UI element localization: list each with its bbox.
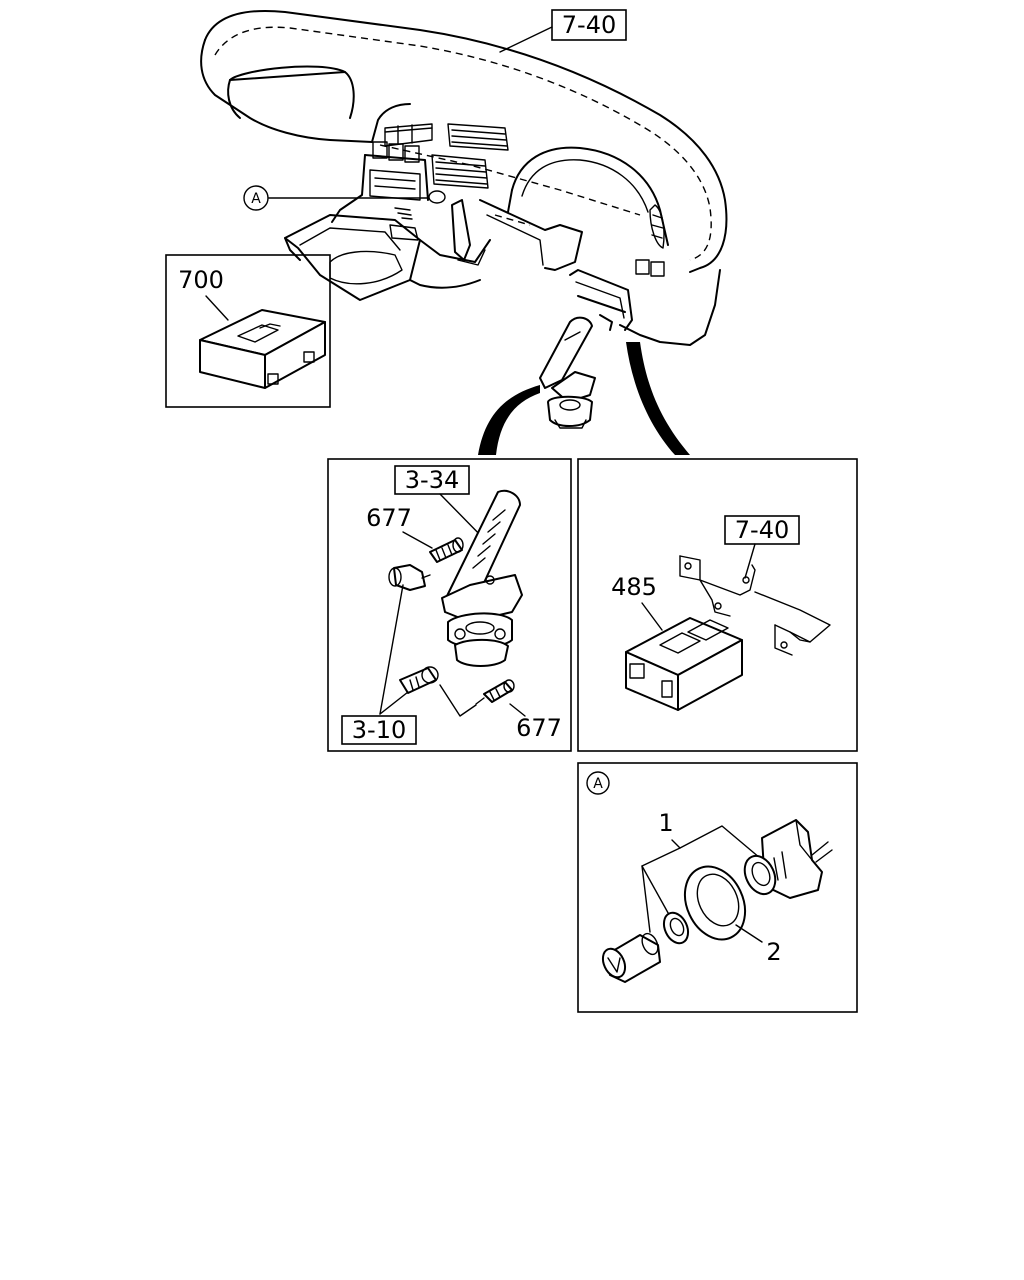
- socket-housing: [743, 819, 833, 899]
- part-677-upper-label: 677: [366, 504, 412, 532]
- part-2-label: 2: [766, 938, 781, 966]
- ref-a-marker: A: [243, 185, 269, 211]
- connector-lower: [399, 667, 437, 694]
- ref-3-10-label: 3-10: [352, 716, 406, 744]
- retainer-ring: [662, 911, 690, 945]
- bezel-ring: [683, 865, 747, 941]
- dashboard-assembly: [200, 9, 728, 346]
- ref-3-10-box: [341, 715, 417, 745]
- ref-7-40-label: 7-40: [735, 516, 789, 544]
- mounting-bracket: [679, 555, 831, 656]
- part-485-label: 485: [611, 573, 657, 601]
- ref-3-34-label: 3-34: [405, 466, 459, 494]
- leader-curve-right: [626, 342, 690, 455]
- leader-curve-left: [478, 385, 540, 455]
- box-unit: 7-40 485: [577, 458, 858, 752]
- module-700: [199, 309, 326, 389]
- part-1-label: 1: [658, 809, 673, 837]
- part-677-lower-label: 677: [516, 714, 562, 742]
- brake-valve-small: [539, 316, 596, 429]
- top-ref-box: [551, 9, 627, 41]
- module-485: [625, 617, 743, 711]
- box-700: 700: [165, 254, 331, 408]
- part-700-label: 700: [178, 266, 224, 294]
- ref-7-40-box: [724, 515, 800, 545]
- lighter-knob: [601, 932, 661, 983]
- detail-a-box: A 1 2: [577, 762, 858, 1013]
- tee-fitting: [393, 564, 426, 591]
- ref-a-label: A: [251, 191, 261, 207]
- ref-3-34-box: [394, 465, 470, 495]
- box-valve: 3-34 677: [327, 458, 572, 752]
- top-ref-label: 7-40: [562, 11, 616, 39]
- detail-a-label: A: [593, 776, 603, 792]
- top-ref-group: 7-40: [499, 9, 627, 53]
